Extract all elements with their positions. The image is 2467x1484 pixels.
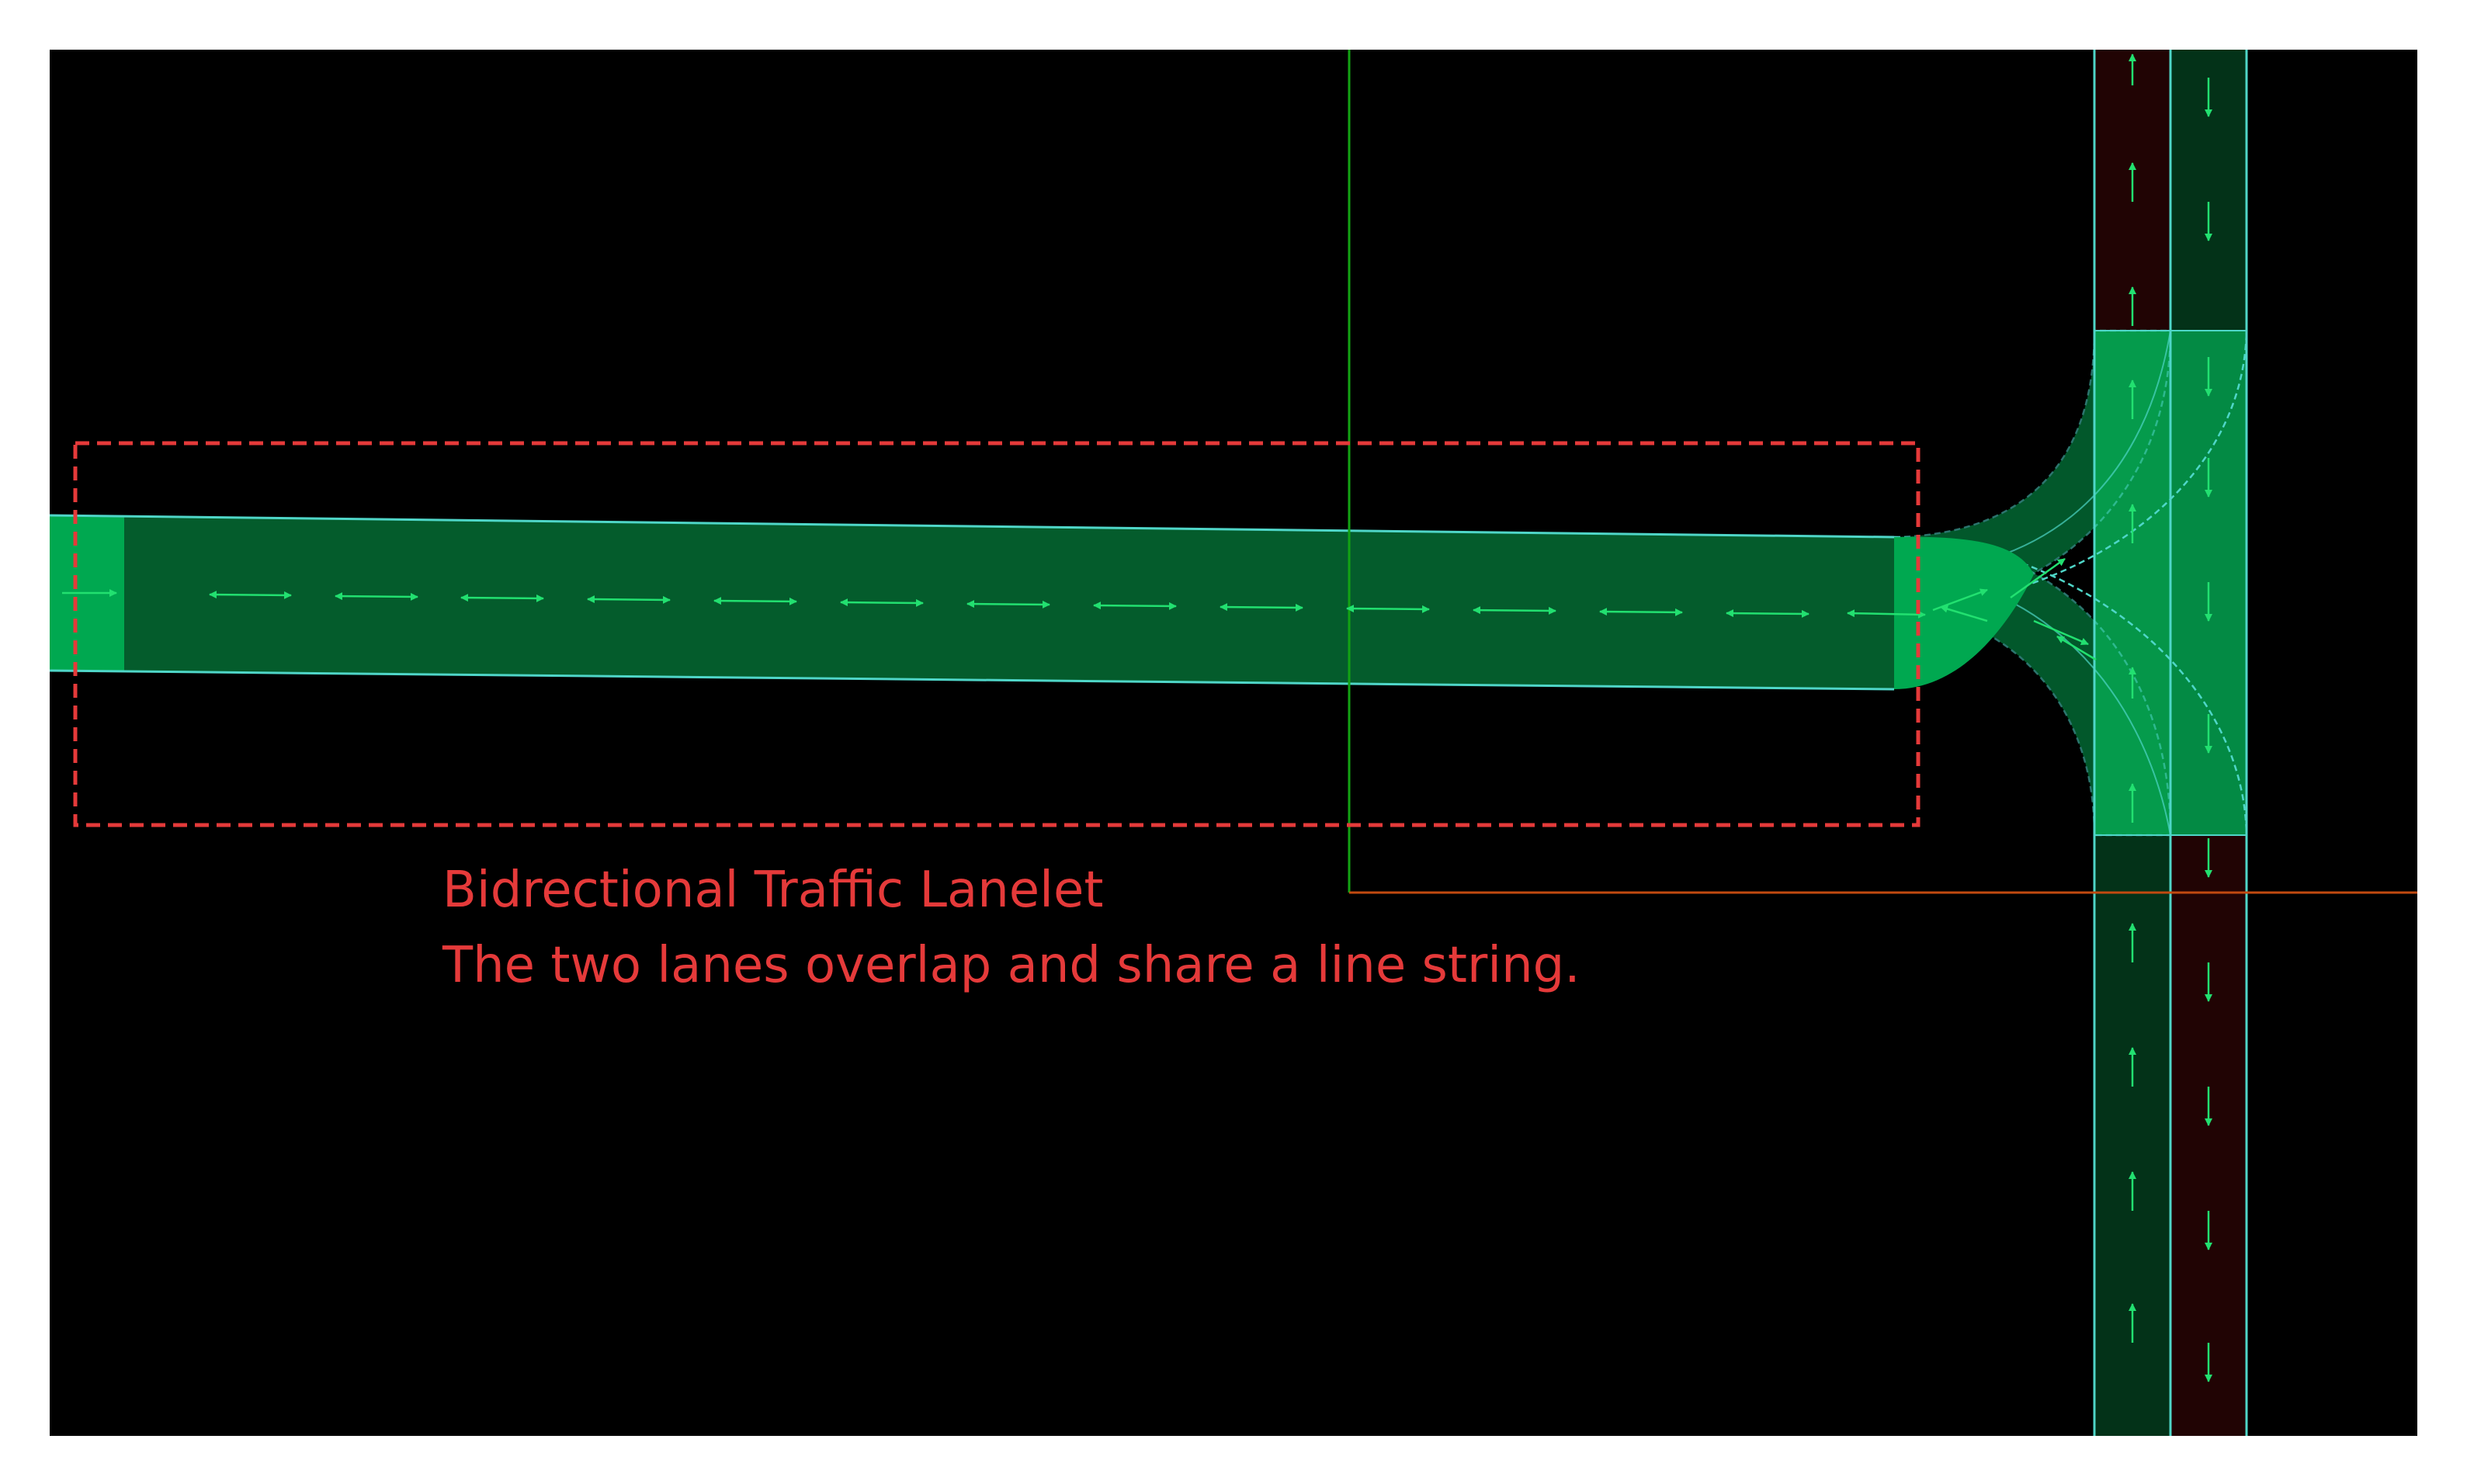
direction-arrow bbox=[2033, 619, 2089, 646]
bidirectional-lanelet-body bbox=[50, 515, 1894, 689]
direction-arrow bbox=[1473, 606, 1556, 615]
annotation-description: The two lanes overlap and share a line s… bbox=[442, 937, 1580, 994]
direction-arrow bbox=[1726, 609, 1809, 618]
direction-arrow bbox=[1093, 602, 1177, 610]
direction-arrow bbox=[1847, 609, 1926, 619]
map-canvas bbox=[50, 50, 2417, 1436]
lanelet-bottom-line-string bbox=[49, 669, 1895, 691]
vertical-lane-southbound-bottom bbox=[2170, 835, 2247, 1436]
direction-arrow bbox=[2010, 557, 2066, 599]
direction-arrow bbox=[1940, 605, 1988, 622]
bidirectional-direction-arrows bbox=[62, 557, 2097, 661]
direction-arrow bbox=[966, 600, 1050, 609]
direction-arrow bbox=[713, 597, 797, 605]
vertical-direction-arrows bbox=[2129, 54, 2212, 1382]
annotation-title: Bidrectional Traffic Lanelet bbox=[442, 862, 1103, 919]
lanelet-top-line-string bbox=[49, 514, 1895, 539]
annotation-highlight-box bbox=[73, 441, 1921, 827]
map-content bbox=[49, 50, 2417, 1436]
direction-arrow bbox=[1220, 603, 1303, 612]
direction-arrow bbox=[587, 595, 671, 604]
direction-arrow bbox=[335, 592, 418, 601]
direction-arrow bbox=[840, 598, 924, 607]
direction-arrow bbox=[2056, 635, 2097, 661]
